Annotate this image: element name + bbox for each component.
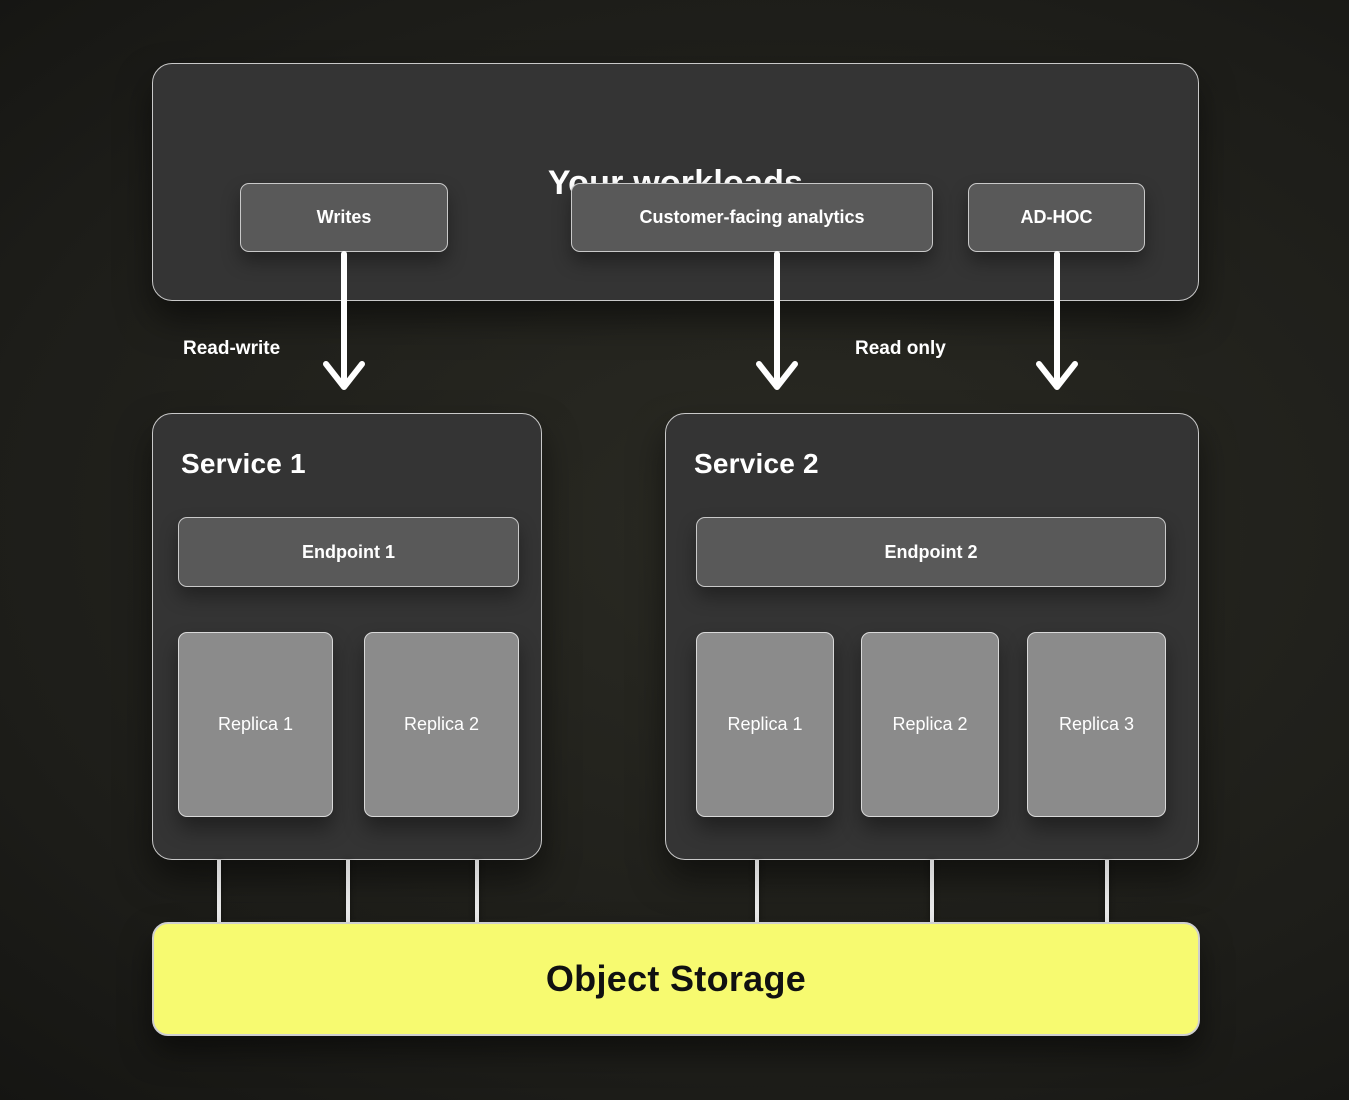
workload-node-writes: Writes	[240, 183, 448, 252]
service2-replica-2-label: Replica 2	[892, 714, 968, 734]
workload-node-adhoc-label: AD-HOC	[1020, 207, 1093, 227]
object-storage-bar: Object Storage	[152, 922, 1200, 1036]
service2-endpoint: Endpoint 2	[696, 517, 1166, 587]
service1-endpoint-label: Endpoint 1	[302, 541, 395, 562]
workload-node-analytics-label: Customer-facing analytics	[639, 207, 865, 227]
workload-node-writes-label: Writes	[316, 207, 372, 227]
workload-node-analytics: Customer-facing analytics	[571, 183, 933, 252]
workload-node-adhoc: AD-HOC	[968, 183, 1145, 252]
service2-replica-2: Replica 2	[861, 632, 999, 817]
service1-replica-2-label: Replica 2	[403, 714, 480, 734]
connector-service2-b	[930, 860, 934, 923]
service2-replica-3: Replica 3	[1027, 632, 1166, 817]
service2-replica-1: Replica 1	[696, 632, 834, 817]
read-only-label: Read only	[855, 338, 946, 359]
read-write-label: Read-write	[183, 338, 281, 359]
service1-replica-1: Replica 1	[178, 632, 333, 817]
connector-service1-c	[475, 860, 479, 923]
service1-endpoint: Endpoint 1	[178, 517, 519, 587]
service2-endpoint-label: Endpoint 2	[884, 541, 978, 562]
service2-title: Service 2	[694, 448, 819, 479]
service1-replica-1-label: Replica 1	[217, 714, 294, 734]
service2-replica-1-label: Replica 1	[727, 714, 803, 734]
service1-title: Service 1	[181, 448, 306, 479]
connector-service1-b	[346, 860, 350, 923]
object-storage-label: Object Storage	[545, 958, 807, 999]
service2-replica-3-label: Replica 3	[1058, 714, 1135, 734]
connector-service2-a	[755, 860, 759, 923]
connector-service1-a	[217, 860, 221, 923]
connector-service2-c	[1105, 860, 1109, 923]
workloads-panel: Your workloads	[152, 63, 1199, 301]
service1-replica-2: Replica 2	[364, 632, 519, 817]
